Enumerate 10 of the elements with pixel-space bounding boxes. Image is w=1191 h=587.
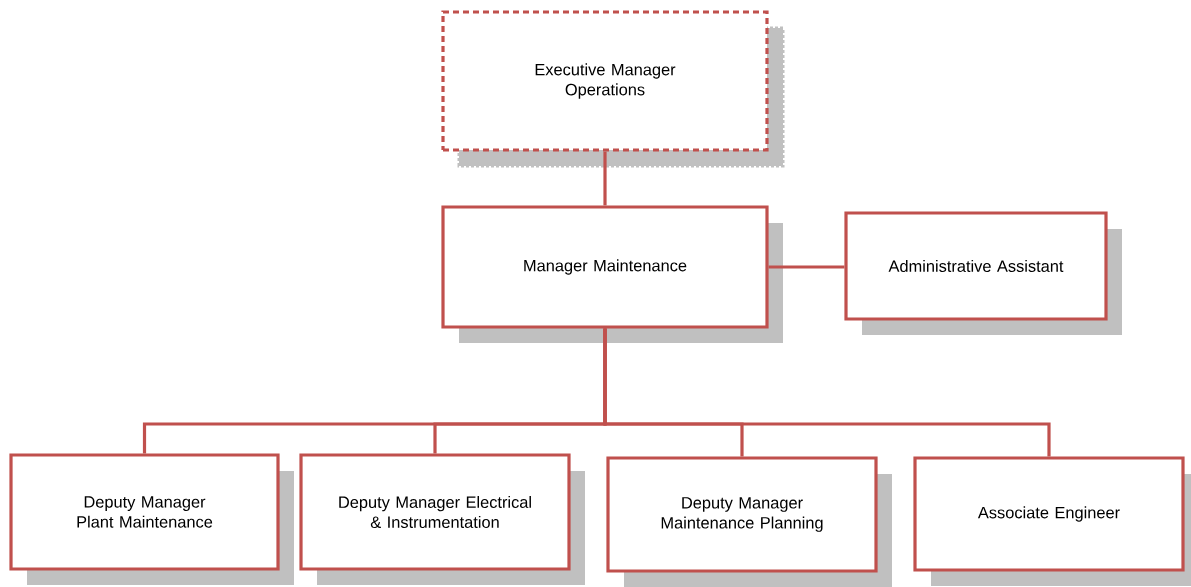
- position-box: Deputy Manager Maintenance Planning: [606, 456, 892, 587]
- position-box: Deputy Manager Plant Maintenance: [9, 453, 294, 585]
- connector-line: [603, 151, 607, 206]
- position-box: Associate Engineer: [913, 456, 1191, 586]
- position-box: Executive Manager Operations: [441, 10, 785, 168]
- connector-line: [603, 328, 1051, 457]
- position-box: Manager Maintenance: [441, 205, 783, 343]
- connector-line: [768, 265, 845, 269]
- position-box: Administrative Assistant: [844, 211, 1122, 335]
- position-box: Deputy Manager Electrical & Instrumentation: [299, 453, 585, 585]
